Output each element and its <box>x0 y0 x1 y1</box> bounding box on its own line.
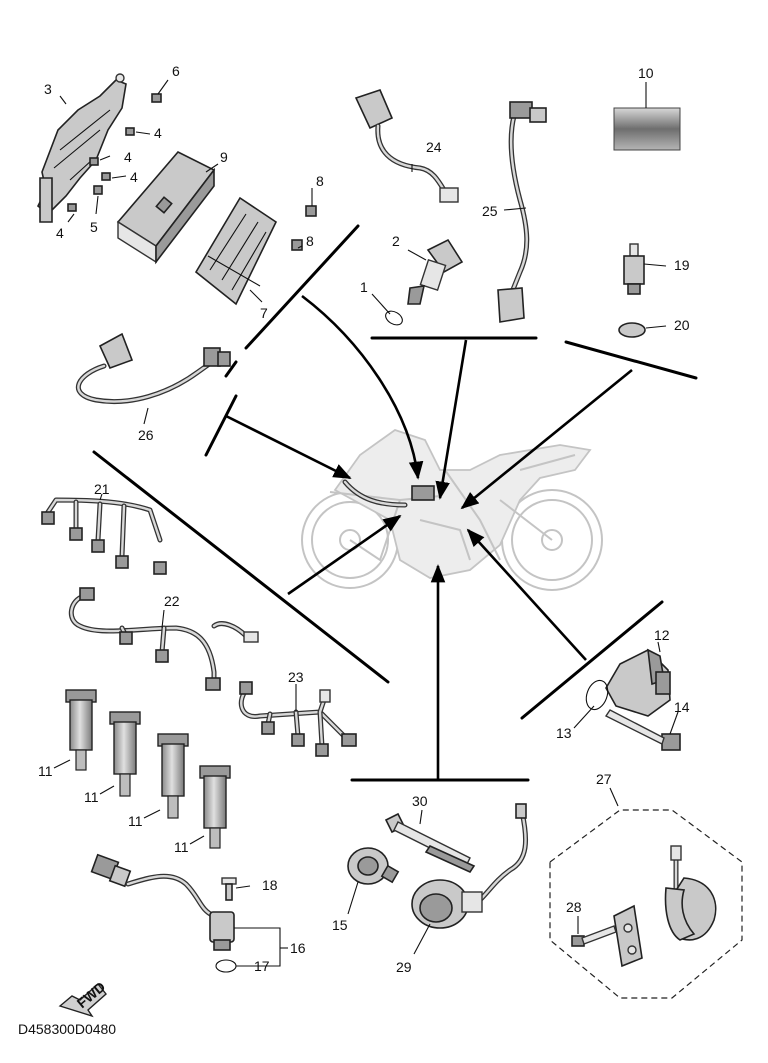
part-1-oring <box>385 310 403 326</box>
callout-2: 2 <box>392 233 400 249</box>
part-3-bracket <box>36 73 127 223</box>
part-20-gasket <box>618 322 646 338</box>
callout-20: 20 <box>674 317 690 333</box>
callout-5: 5 <box>90 219 98 235</box>
part-7-cover <box>194 196 278 306</box>
callout-leaders <box>53 79 679 967</box>
callout-29: 29 <box>396 959 412 975</box>
callout-15: 15 <box>332 917 348 933</box>
small-bolts <box>67 93 317 251</box>
part-26-subharness <box>75 332 231 405</box>
callout-30: 30 <box>412 793 428 809</box>
part-9-ecu <box>116 151 216 265</box>
callout-4b: 4 <box>124 149 132 165</box>
callout-9: 9 <box>220 149 228 165</box>
motorcycle-illustration <box>301 429 603 591</box>
part-18-bolt <box>221 877 237 901</box>
part-30-sensor <box>384 812 476 874</box>
part-15-switch <box>347 847 400 885</box>
callout-labels: 1 2 3 4 4 4 4 5 6 7 8 8 9 10 11 11 11 11… <box>38 63 690 975</box>
callout-10: 10 <box>638 65 654 81</box>
part-27-dashed-frame <box>549 809 743 999</box>
callout-19: 19 <box>674 257 690 273</box>
callout-24: 24 <box>426 139 442 155</box>
part-29-sensor <box>411 803 529 929</box>
callout-21: 21 <box>94 481 110 497</box>
part-16-sensor <box>90 853 235 951</box>
drawing-code: D458300D0480 <box>18 1021 116 1037</box>
part-19-switch <box>623 243 645 295</box>
callout-7: 7 <box>260 305 268 321</box>
callout-8a: 8 <box>316 173 324 189</box>
part-14-bolt <box>604 709 681 751</box>
callout-4d: 4 <box>56 225 64 241</box>
part-13-oring <box>585 679 609 711</box>
callout-18: 18 <box>262 877 278 893</box>
part-12-sensor <box>605 648 671 717</box>
callout-28: 28 <box>566 899 582 915</box>
ignition-coil-3 <box>157 733 189 819</box>
callout-11d: 11 <box>174 839 189 855</box>
ignition-coil-1 <box>65 689 97 771</box>
callout-6: 6 <box>172 63 180 79</box>
part-25-sensor-cable <box>497 101 547 323</box>
part-2-sensor <box>407 238 464 305</box>
part-11-ignition-coils <box>65 689 231 849</box>
leader-brackets <box>92 224 698 782</box>
callout-4a: 4 <box>154 125 162 141</box>
callout-1: 1 <box>360 279 368 295</box>
callout-14: 14 <box>674 699 690 715</box>
callout-12: 12 <box>654 627 670 643</box>
part-17-oring <box>215 959 237 973</box>
callout-25: 25 <box>482 203 498 219</box>
ignition-coil-2 <box>109 711 141 797</box>
callout-26: 26 <box>138 427 154 443</box>
callout-27: 27 <box>596 771 612 787</box>
part-10-pad <box>613 107 681 151</box>
callout-23: 23 <box>288 669 304 685</box>
part-28-bolt <box>571 925 617 947</box>
callout-13: 13 <box>556 725 572 741</box>
callout-4c: 4 <box>130 169 138 185</box>
part-23-harness <box>238 681 357 757</box>
part-21-harness <box>41 497 167 575</box>
part-22-harness <box>68 587 259 691</box>
forward-arrow-icon: FWD <box>58 978 108 1018</box>
callout-8b: 8 <box>306 233 314 249</box>
callout-11b: 11 <box>84 789 99 805</box>
callout-11a: 11 <box>38 763 53 779</box>
leader-arrows <box>225 294 633 780</box>
part-24-lead <box>354 89 459 203</box>
callout-3: 3 <box>44 81 52 97</box>
callout-16: 16 <box>290 940 306 956</box>
callout-17: 17 <box>254 958 270 974</box>
ignition-coil-4 <box>199 765 231 849</box>
callout-22: 22 <box>164 593 180 609</box>
callout-11c: 11 <box>128 813 143 829</box>
part-27-sensor-kit <box>613 845 717 968</box>
